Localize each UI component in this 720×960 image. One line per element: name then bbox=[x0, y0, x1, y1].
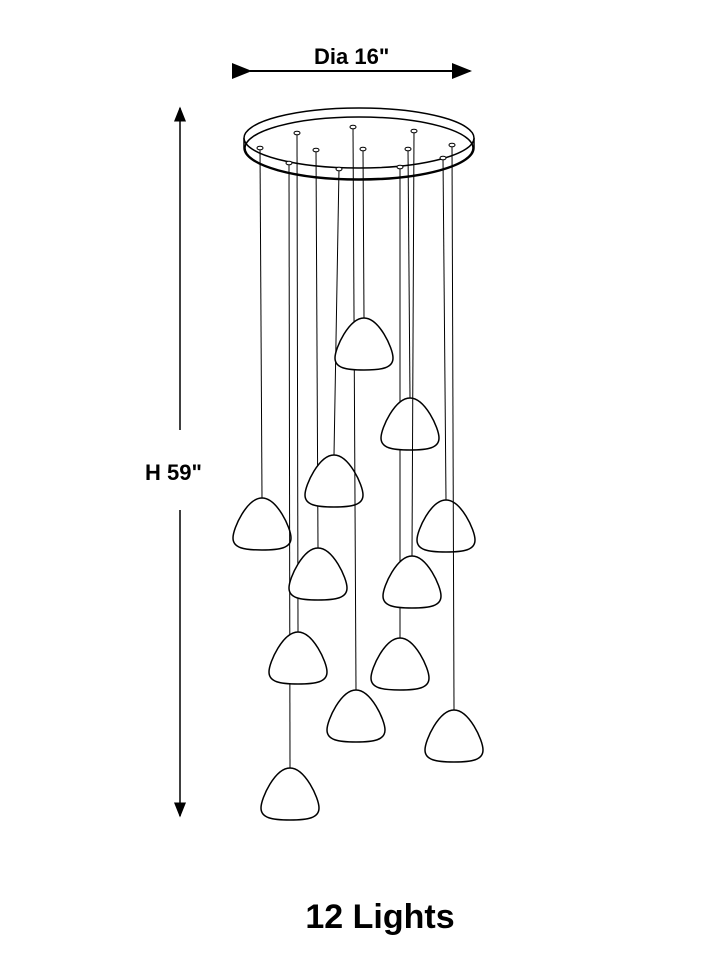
pendant-shade-9 bbox=[380, 397, 440, 451]
pendant-cord bbox=[407, 148, 411, 399]
pendant-shade-5 bbox=[304, 454, 364, 508]
pendant-shade-4 bbox=[288, 547, 348, 601]
canopy-mount-point bbox=[396, 164, 404, 170]
pendant-shade-8 bbox=[370, 637, 430, 691]
canopy-mount-point bbox=[404, 146, 412, 152]
pendant-shade-6 bbox=[326, 689, 386, 743]
canopy-mount-point bbox=[335, 166, 343, 172]
pendant-shade-10 bbox=[382, 555, 442, 609]
canopy-mount-point bbox=[256, 145, 264, 151]
pendant-shade-1 bbox=[232, 497, 292, 551]
canopy-mount-point bbox=[349, 124, 357, 130]
pendant-shade-3 bbox=[268, 631, 328, 685]
pendant-cord bbox=[259, 147, 263, 499]
canopy-mount-point bbox=[312, 147, 320, 153]
height-label: H 59" bbox=[145, 460, 202, 485]
canopy bbox=[243, 107, 475, 181]
canopy-mount-point bbox=[439, 155, 447, 161]
pendant-cord bbox=[362, 148, 365, 319]
canopy-mount-point bbox=[293, 130, 301, 136]
pendant-cord bbox=[296, 132, 299, 633]
pendant-shade-7 bbox=[334, 317, 394, 371]
light-count-caption: 12 Lights bbox=[305, 898, 455, 936]
canopy-mount-point bbox=[448, 142, 456, 148]
pendant-cord bbox=[451, 144, 455, 711]
pendant-cord bbox=[333, 168, 340, 456]
canopy-mount-point bbox=[410, 128, 418, 134]
pendant-cord bbox=[411, 130, 415, 557]
pendant-shade-2 bbox=[260, 767, 320, 821]
pendant-shade-11 bbox=[416, 499, 476, 553]
pendant-cord bbox=[442, 157, 447, 501]
pendant-shade-12 bbox=[424, 709, 484, 763]
pendant-cord bbox=[352, 126, 357, 691]
canopy-mount-point bbox=[285, 160, 293, 166]
canopy-mount-point bbox=[359, 146, 367, 152]
diameter-label: Dia 16" bbox=[314, 44, 390, 69]
